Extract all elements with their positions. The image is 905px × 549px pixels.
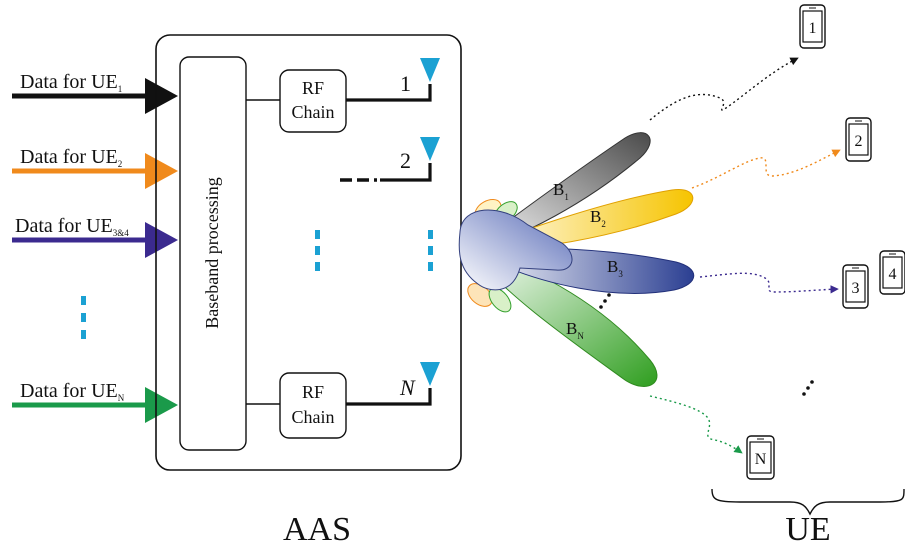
beam-label-bn: BN — [566, 319, 584, 341]
input-label-ue1: Data for UE1 — [20, 71, 122, 94]
ue-device-2-label: 2 — [855, 133, 863, 150]
input-arrow-ue34: Data for UE3&4 — [12, 215, 178, 258]
rf-chain-top-line1: RF — [302, 78, 324, 98]
antenna-ellipsis-dots — [428, 230, 433, 271]
ue-device-4: 4 — [879, 250, 905, 295]
input-arrow-ue1: Data for UE1 — [12, 71, 178, 114]
beam-label-b3: B3 — [607, 257, 623, 279]
caption-aas: AAS — [283, 511, 351, 548]
input-label-uen: Data for UEN — [20, 380, 125, 403]
beam-hub — [458, 209, 573, 291]
rf-chain-bottom-line2: Chain — [292, 407, 335, 427]
input-arrow-uen: Data for UEN — [12, 380, 178, 423]
ue-device-4-label: 4 — [889, 266, 897, 283]
ue-device-1-label: 1 — [809, 20, 817, 37]
beam-ellipsis-dots — [599, 293, 611, 309]
link-uen — [649, 395, 743, 454]
baseband-processing-label: Baseband processing — [202, 177, 222, 328]
ue-brace — [711, 488, 905, 516]
rf-chain-ellipsis-dots — [315, 230, 320, 271]
antenna-2-icon — [420, 137, 440, 161]
ue-device-2: 2 — [845, 117, 872, 162]
input-arrow-ue2: Data for UE2 — [12, 146, 178, 189]
input-ellipsis-dots — [81, 296, 86, 339]
input-label-ue2: Data for UE2 — [20, 146, 122, 169]
rf-chain-top-line2: Chain — [292, 102, 335, 122]
ue-device-1: 1 — [799, 4, 826, 49]
ue-device-3-label: 3 — [852, 280, 860, 297]
ue-device-n-label: N — [755, 451, 767, 468]
antenna-label-n: N — [399, 375, 416, 400]
beam-label-b2: B2 — [590, 207, 606, 229]
antenna-n-icon — [420, 362, 440, 386]
link-ue3 — [699, 272, 839, 294]
antenna-label-2: 2 — [400, 148, 411, 173]
baseband-processing-block — [179, 56, 247, 451]
antenna-1-icon — [420, 58, 440, 82]
beam-pattern: B1 B2 B3 BN — [458, 132, 695, 387]
ue-device-3: 3 — [842, 264, 869, 309]
caption-ue: UE — [785, 511, 830, 548]
rf-chain-bottom-line1: RF — [302, 382, 324, 402]
antenna-label-1: 1 — [400, 71, 411, 96]
ue-device-n: N — [746, 435, 775, 480]
link-ue2 — [691, 149, 841, 189]
input-label-ue34: Data for UE3&4 — [15, 215, 129, 238]
ue-ellipsis-dots — [802, 380, 814, 396]
beam-label-b1: B1 — [553, 180, 569, 202]
link-ue1 — [649, 57, 799, 121]
